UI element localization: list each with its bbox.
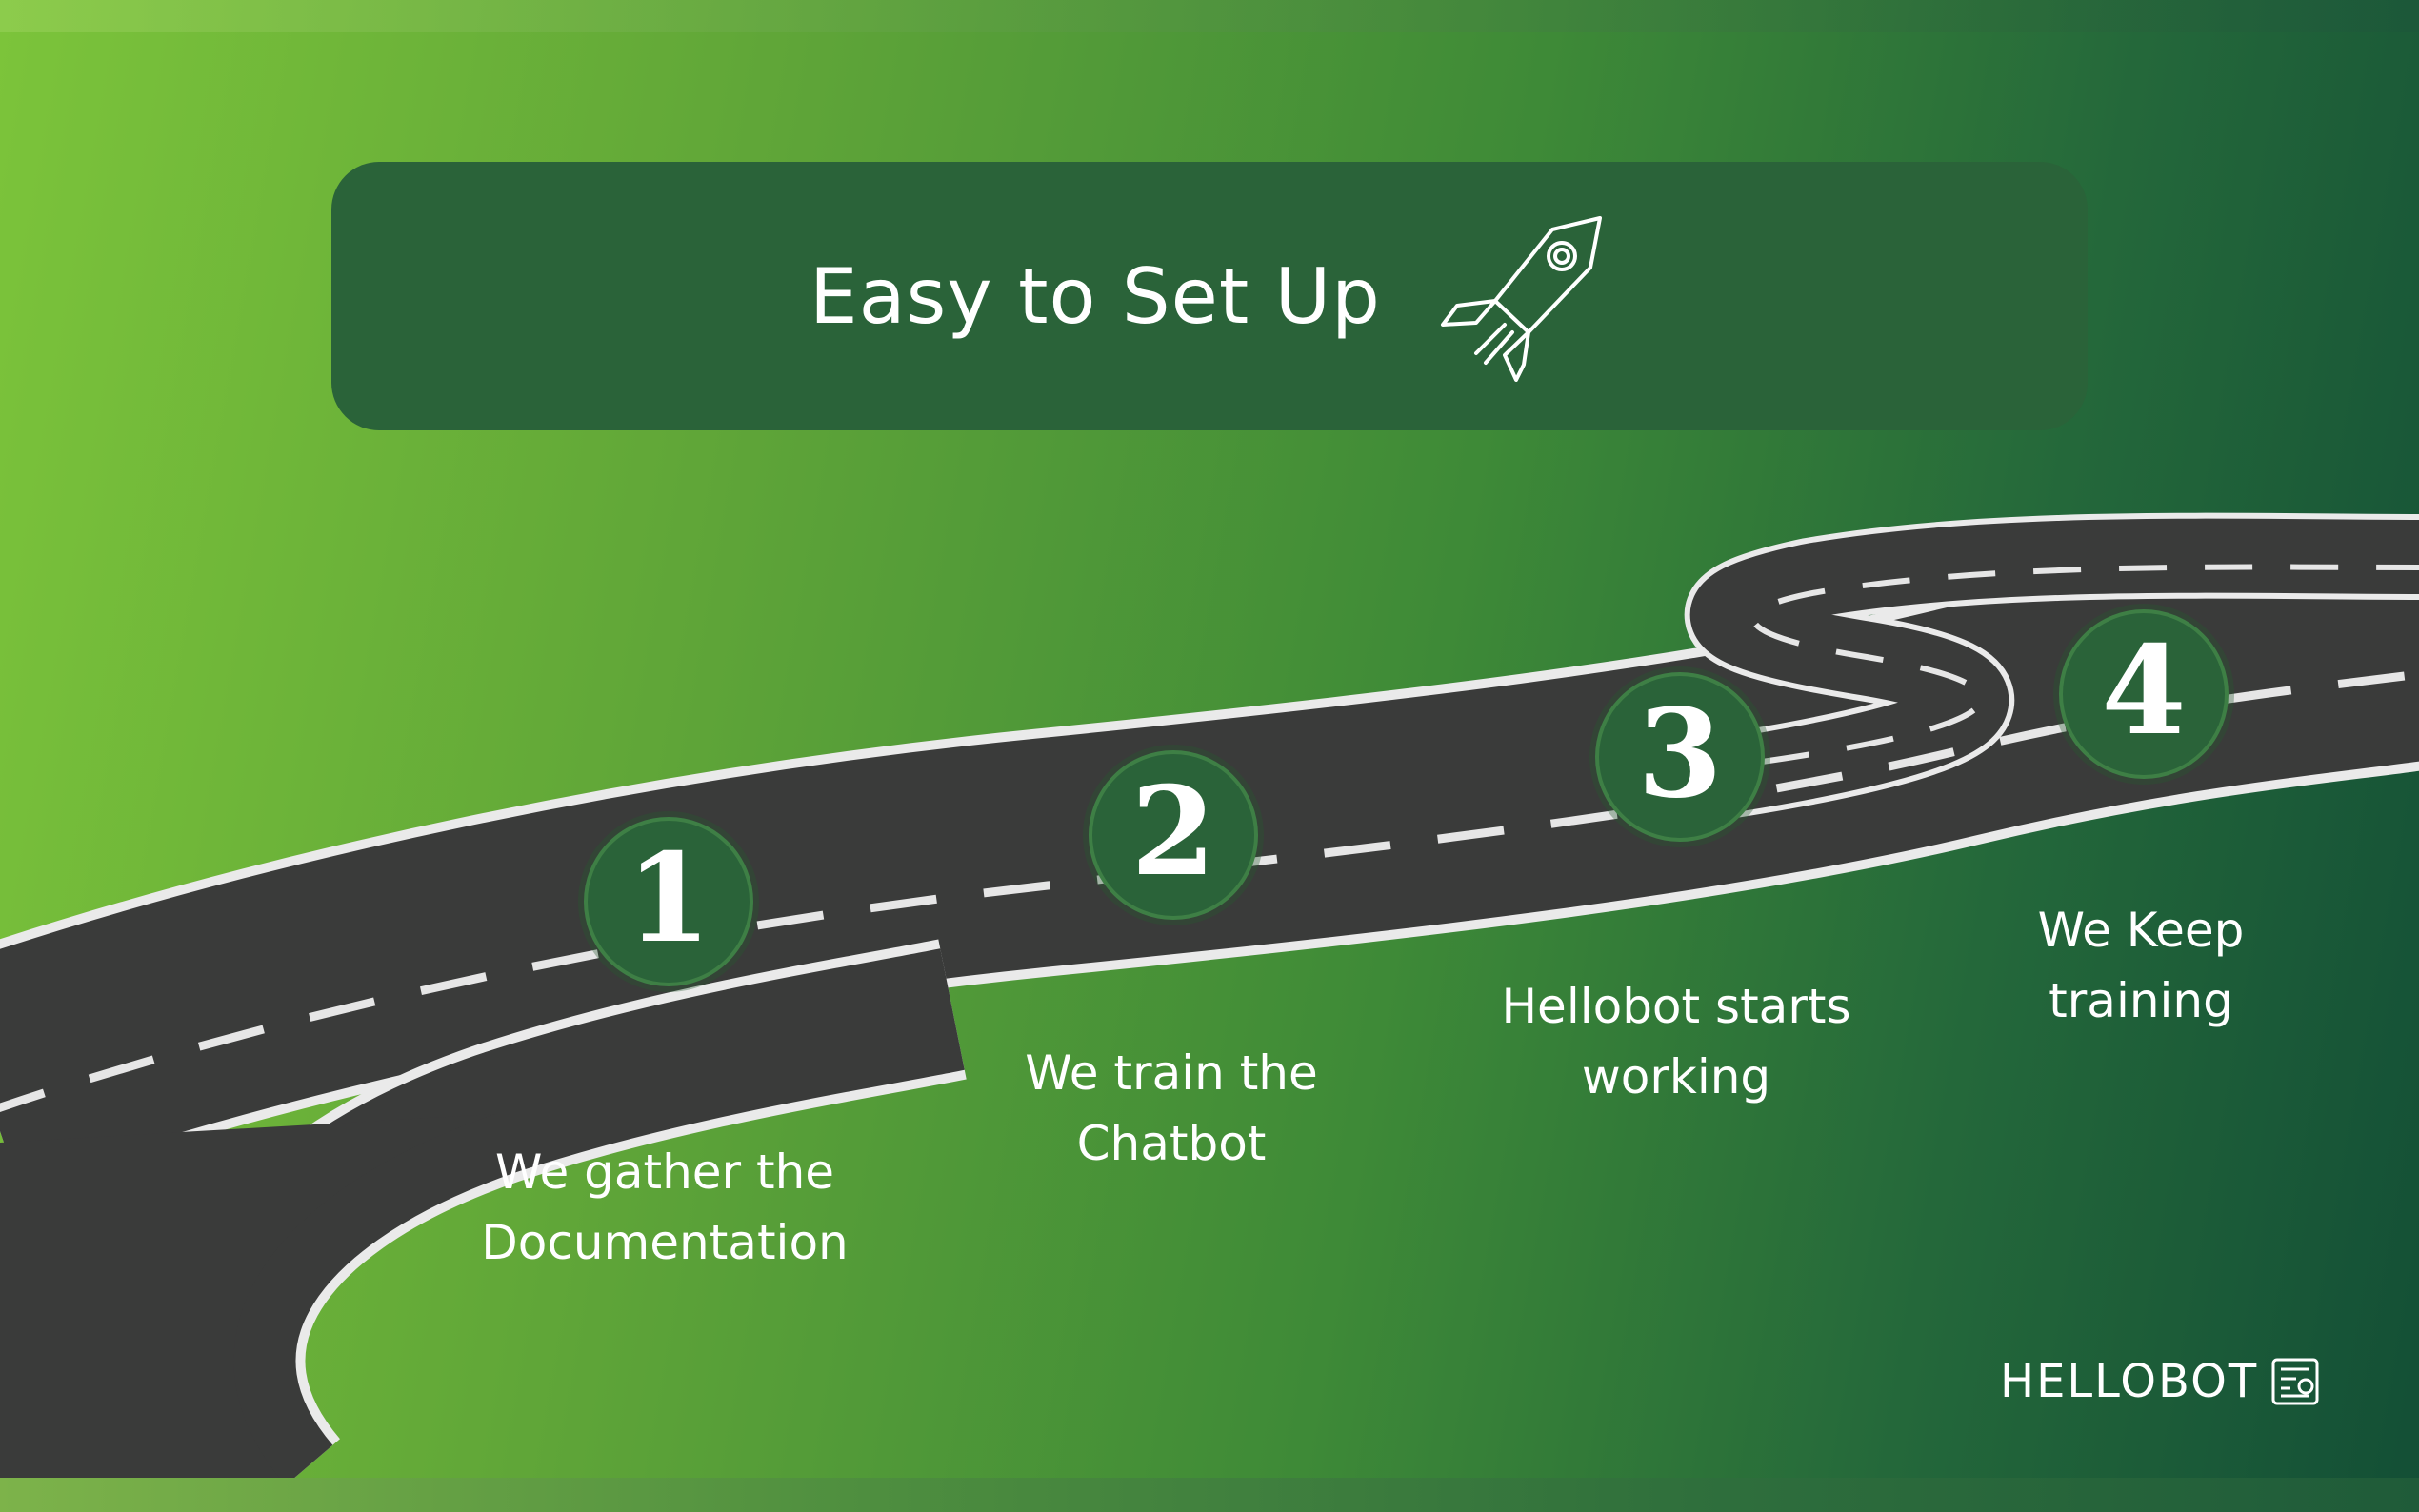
rocket-icon (1440, 216, 1602, 382)
step-label-line: Documentation (481, 1215, 849, 1270)
step-number: 2 (1130, 761, 1216, 904)
step-badge-3: 3 (1595, 672, 1765, 842)
step-badge-1: 1 (584, 817, 753, 986)
step-label-2: We train the Chatbot (1025, 1038, 1318, 1179)
step-label-3: Hellobot starts working (1501, 971, 1850, 1112)
slide-title: Easy to Set Up (810, 251, 1381, 341)
title-panel: Easy to Set Up (331, 162, 2088, 430)
brand-logo: HELLOBOT (2000, 1354, 2323, 1409)
bottom-band (0, 1478, 2419, 1512)
brand-name: HELLOBOT (2000, 1355, 2259, 1408)
step-label-line: Chatbot (1076, 1116, 1267, 1171)
robot-board-icon (2271, 1358, 2319, 1405)
step-number: 1 (626, 827, 711, 970)
step-label-4: We Keep training (2038, 895, 2245, 1036)
step-number: 4 (2101, 620, 2187, 763)
step-label-line: We gather the (494, 1144, 835, 1200)
step-label-line: Hellobot starts (1501, 979, 1851, 1034)
step-badge-4: 4 (2059, 609, 2229, 779)
step-label-line: We Keep (2037, 903, 2245, 958)
step-label-1: We gather the Documentation (481, 1137, 848, 1278)
step-label-line: working (1581, 1049, 1771, 1104)
top-band (0, 0, 2419, 32)
step-label-line: We train the (1025, 1045, 1318, 1101)
step-badge-2: 2 (1089, 750, 1258, 920)
step-number: 3 (1637, 683, 1723, 826)
step-label-line: training (2049, 973, 2233, 1028)
